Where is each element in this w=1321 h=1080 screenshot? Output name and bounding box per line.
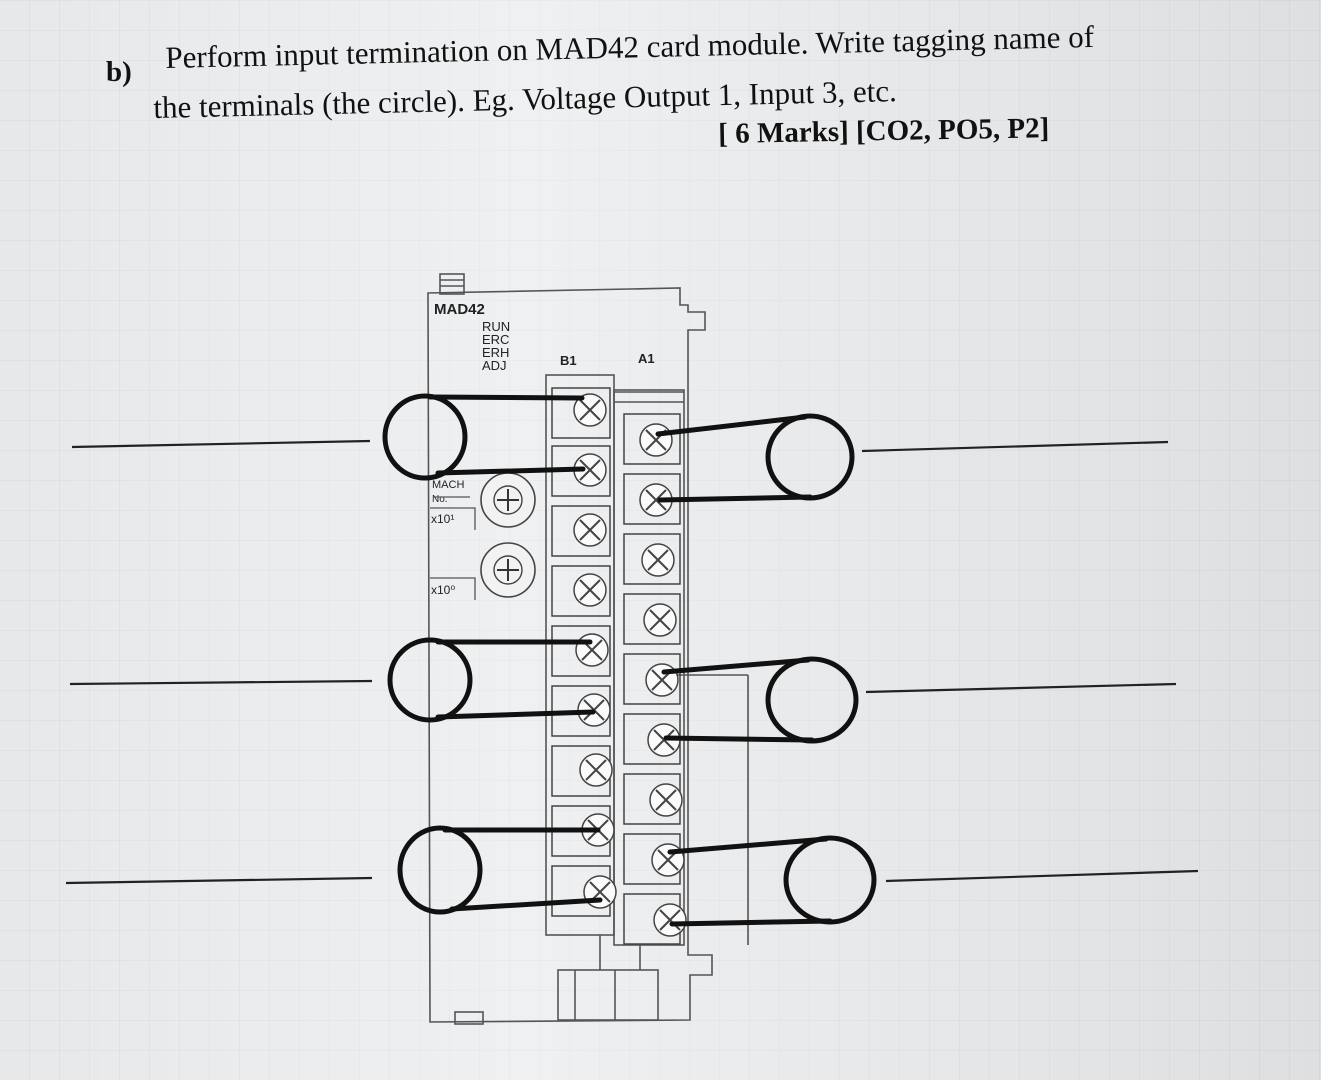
terminal-b3: [551, 505, 611, 557]
terminal-b1: [551, 387, 611, 439]
wire-right-3-top: [667, 836, 829, 855]
rotary-switch-x10-1-icon[interactable]: [480, 472, 536, 528]
left-terminal-circle-1: [382, 393, 468, 481]
terminal-a9: [623, 893, 687, 945]
wire-left-3-bottom: [449, 897, 603, 912]
answer-line-left-1[interactable]: [71, 439, 371, 449]
wire-right-1-bottom: [657, 494, 813, 503]
terminal-a1: [623, 413, 681, 465]
mach-label: MACH: [432, 479, 464, 491]
wire-right-1-top: [655, 414, 808, 437]
terminal-a8: [623, 833, 685, 885]
question-label: b): [106, 56, 132, 88]
right-terminal-circle-2: [765, 656, 859, 744]
terminal-a5: [623, 653, 681, 705]
left-terminal-circle-3: [397, 825, 483, 915]
terminal-a7: [623, 773, 683, 825]
bottom-tab: [454, 1011, 484, 1025]
right-terminal-circle-1: [765, 413, 855, 501]
terminal-block-base: [557, 969, 659, 1021]
wire-left-1-bottom: [435, 466, 586, 476]
module-name: MAD42: [434, 301, 485, 318]
column-b1-label: B1: [560, 353, 577, 368]
switch-x10-0-label: x10⁰: [431, 583, 455, 597]
answer-line-right-1[interactable]: [861, 440, 1169, 453]
module-body-outline: [427, 287, 713, 1023]
led-erc-label: ERC: [482, 332, 509, 347]
rotary-switch-x10-0-icon[interactable]: [480, 542, 536, 598]
terminal-b5: [551, 625, 611, 677]
wire-left-2-bottom: [435, 709, 596, 720]
terminal-a3: [623, 533, 681, 585]
answer-line-left-2[interactable]: [69, 679, 373, 686]
terminal-a4: [623, 593, 681, 645]
terminal-b7: [551, 745, 613, 797]
answer-line-left-3[interactable]: [65, 876, 373, 885]
terminal-b4: [551, 565, 611, 617]
left-terminal-circle-2: [387, 637, 473, 723]
terminal-column-a: [623, 413, 687, 945]
answer-line-right-3[interactable]: [885, 869, 1199, 883]
top-connector-icon: [439, 273, 465, 295]
no-label: No.: [432, 494, 448, 505]
led-erh-label: ERH: [482, 345, 509, 360]
wire-right-2-bottom: [663, 735, 815, 743]
right-terminal-circle-3: [783, 835, 877, 925]
column-a1-label: A1: [638, 351, 655, 366]
led-adj-label: ADJ: [482, 358, 507, 373]
answer-line-right-2[interactable]: [865, 682, 1177, 694]
wire-right-2-top: [661, 657, 811, 675]
switch-x10-1-label: x10¹: [431, 512, 454, 526]
terminal-b9: [551, 865, 617, 917]
wire-right-3-bottom: [669, 918, 833, 927]
wire-left-1-top: [427, 394, 585, 401]
led-run-label: RUN: [482, 319, 510, 334]
terminal-block-a: [613, 389, 685, 946]
